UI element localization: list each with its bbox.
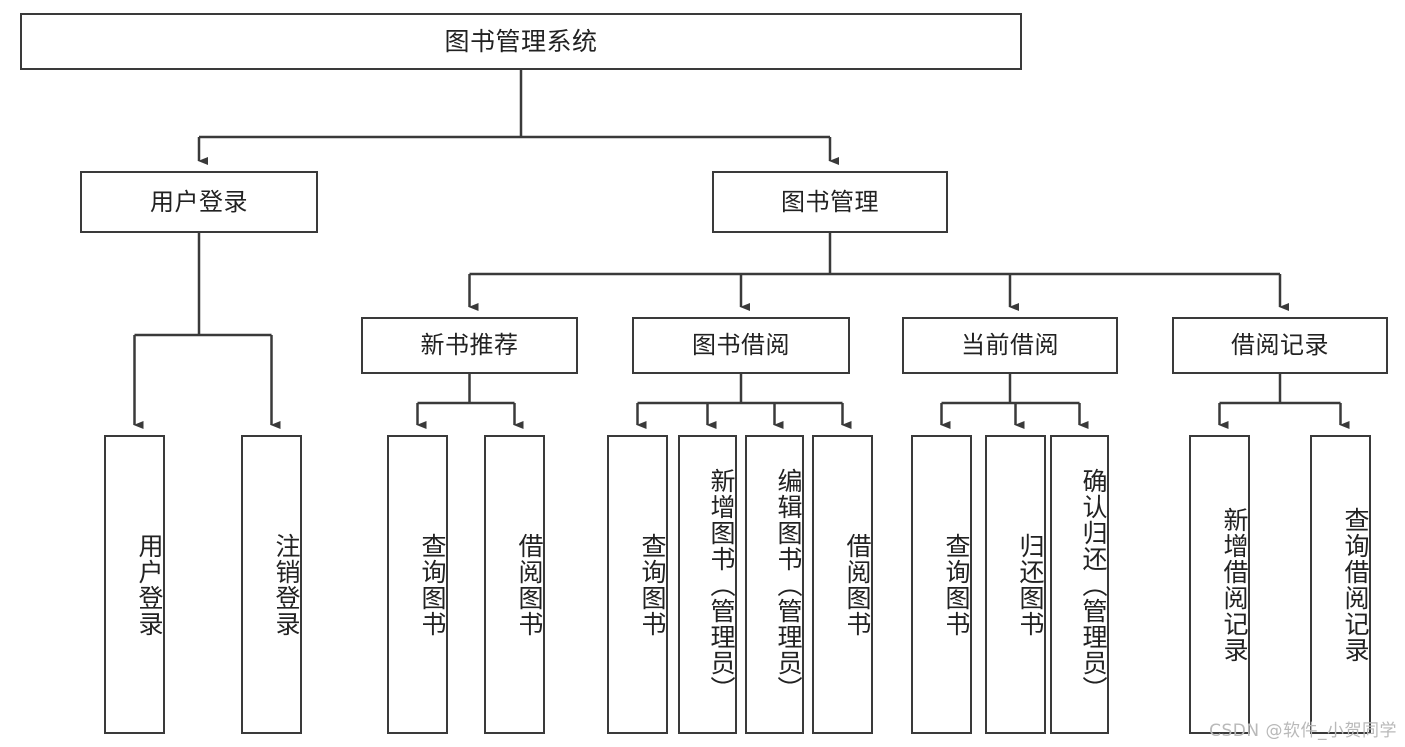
node-label: 编辑图书（管理员） — [774, 467, 803, 702]
node-current-borrow[interactable]: 当前借阅 — [902, 317, 1118, 374]
node-label: 图书管理系统 — [444, 26, 598, 56]
node-leaf-query-record[interactable]: 查询借阅记录 — [1310, 435, 1371, 734]
node-label: 当前借阅 — [961, 331, 1059, 360]
node-label: 查询图书 — [638, 532, 667, 637]
node-leaf-borrow-book-bor[interactable]: 借阅图书 — [812, 435, 873, 734]
node-label: 借阅图书 — [515, 532, 544, 637]
node-label: 新书推荐 — [420, 331, 519, 360]
node-leaf-add-record[interactable]: 新增借阅记录 — [1189, 435, 1250, 734]
node-book-manage[interactable]: 图书管理 — [712, 171, 948, 233]
node-leaf-return-book[interactable]: 归还图书 — [985, 435, 1046, 734]
node-label: 借阅图书 — [843, 532, 872, 637]
node-label: 图书借阅 — [692, 331, 790, 360]
node-book-borrow[interactable]: 图书借阅 — [632, 317, 850, 374]
node-label: 确认归还（管理员） — [1079, 467, 1108, 702]
node-label: 新增图书（管理员） — [707, 467, 736, 702]
node-leaf-user-logout[interactable]: 注销登录 — [241, 435, 302, 734]
node-label: 用户登录 — [150, 187, 248, 216]
node-label: 用户登录 — [135, 532, 164, 637]
node-leaf-query-book-cur[interactable]: 查询图书 — [911, 435, 972, 734]
node-label: 归还图书 — [1016, 532, 1045, 637]
node-leaf-user-login[interactable]: 用户登录 — [104, 435, 165, 734]
node-borrow-record[interactable]: 借阅记录 — [1172, 317, 1388, 374]
node-label: 图书管理 — [781, 187, 879, 216]
node-leaf-query-book-rec[interactable]: 查询图书 — [387, 435, 448, 734]
node-label: 注销登录 — [272, 532, 301, 637]
node-leaf-edit-book[interactable]: 编辑图书（管理员） — [745, 435, 804, 734]
node-leaf-confirm-return[interactable]: 确认归还（管理员） — [1050, 435, 1109, 734]
node-label: 查询借阅记录 — [1341, 506, 1370, 663]
node-label: 新增借阅记录 — [1220, 506, 1249, 663]
node-root-图书管理系统[interactable]: 图书管理系统 — [20, 13, 1022, 70]
node-user-login[interactable]: 用户登录 — [80, 171, 318, 233]
node-label: 查询图书 — [942, 532, 971, 637]
node-leaf-add-book[interactable]: 新增图书（管理员） — [678, 435, 737, 734]
node-label: 查询图书 — [418, 532, 447, 637]
node-leaf-query-book-bor[interactable]: 查询图书 — [607, 435, 668, 734]
watermark: CSDN @软件_小贺同学 — [1209, 721, 1397, 741]
node-label: 借阅记录 — [1231, 331, 1329, 360]
node-new-book-recommend[interactable]: 新书推荐 — [361, 317, 578, 374]
node-leaf-borrow-book-rec[interactable]: 借阅图书 — [484, 435, 545, 734]
